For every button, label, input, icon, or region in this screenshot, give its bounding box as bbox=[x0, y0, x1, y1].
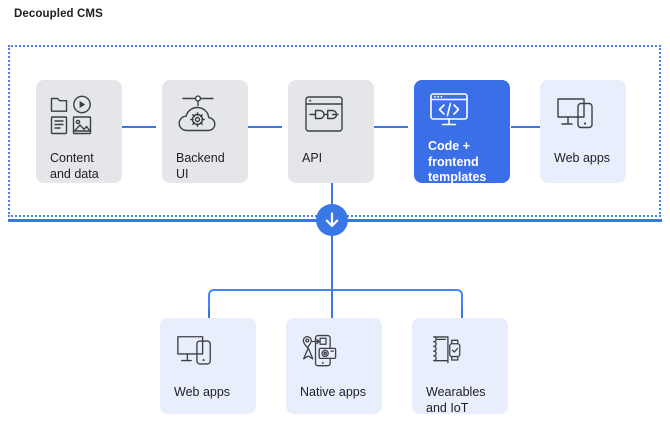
connector-api-down bbox=[331, 183, 333, 209]
bottom-distribution-bus bbox=[208, 289, 463, 319]
connector-leg-wearables bbox=[461, 309, 463, 321]
card-label: Content and data bbox=[50, 151, 99, 181]
connector-content-to-backend bbox=[122, 126, 156, 128]
card-label: Code + frontend templates bbox=[428, 139, 487, 184]
monitor-code-icon bbox=[428, 92, 470, 133]
monitor-phone-icon bbox=[174, 332, 216, 377]
card-native-apps[interactable]: Native apps bbox=[286, 318, 382, 414]
card-label: Native apps bbox=[300, 385, 367, 399]
card-web-apps[interactable]: Web apps bbox=[160, 318, 256, 414]
card-api[interactable]: API bbox=[288, 80, 374, 183]
card-wearables-and-iot[interactable]: Wearables and IoT bbox=[412, 318, 508, 415]
card-web-apps-top[interactable]: Web apps bbox=[540, 80, 626, 183]
flexible-display-watch-icon bbox=[426, 332, 468, 377]
connector-down-to-bracket bbox=[331, 234, 333, 290]
arrow-down-circle-icon bbox=[316, 204, 348, 236]
card-label: API bbox=[302, 151, 323, 165]
phone-map-camera-icon bbox=[300, 332, 342, 377]
card-code-frontend-templates[interactable]: Code + frontend templates bbox=[414, 80, 510, 184]
monitor-phone-icon bbox=[554, 94, 598, 141]
connector-code-to-webapps bbox=[511, 126, 540, 128]
card-label: Web apps bbox=[554, 151, 611, 165]
connector-api-to-code bbox=[374, 126, 408, 128]
card-content-and-data[interactable]: Content and data bbox=[36, 80, 122, 183]
browser-plug-icon bbox=[302, 94, 346, 141]
card-label: Backend UI bbox=[176, 151, 225, 181]
connector-leg-web-apps bbox=[208, 309, 210, 321]
card-label: Wearables and IoT bbox=[426, 385, 486, 415]
card-label: Web apps bbox=[174, 385, 231, 399]
connector-leg-native-apps bbox=[331, 290, 333, 321]
connector-backend-to-api bbox=[248, 126, 282, 128]
content-media-grid-icon bbox=[50, 94, 94, 141]
cloud-gear-icon bbox=[176, 94, 220, 141]
card-backend-ui[interactable]: Backend UI bbox=[162, 80, 248, 183]
page-title: Decoupled CMS bbox=[14, 8, 103, 20]
